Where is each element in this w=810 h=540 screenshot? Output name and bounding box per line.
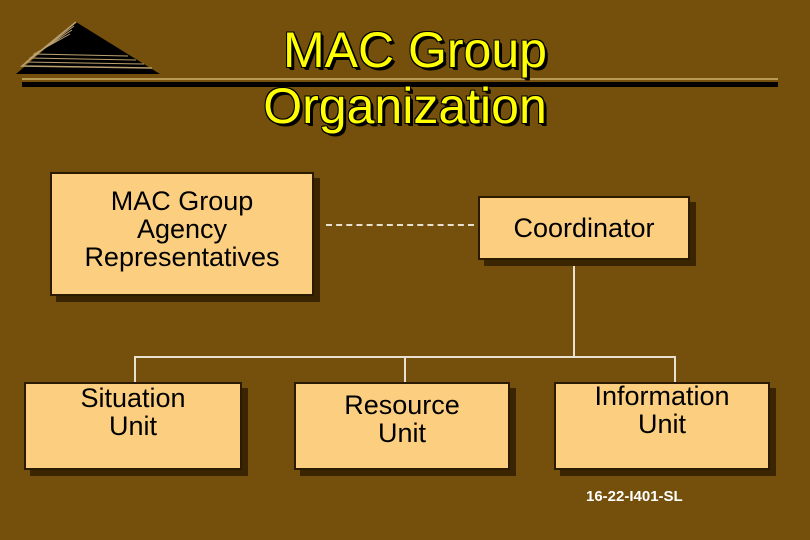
- pyramid-logo-icon: [16, 21, 160, 74]
- mac-group-box: MAC Group Agency Representatives: [50, 172, 314, 296]
- coordinator-box: Coordinator: [478, 196, 690, 260]
- information-drop-connector: [674, 356, 676, 384]
- situation-drop-connector: [134, 356, 136, 384]
- resource-drop-connector: [404, 356, 406, 384]
- dashed-connector: [326, 224, 474, 226]
- coordinator-vertical-connector: [573, 266, 575, 358]
- resource-unit-label: Resource Unit: [344, 390, 460, 448]
- title-line-2: Organization: [263, 78, 547, 134]
- information-unit-box: Information Unit: [554, 382, 770, 470]
- title-line-1: MAC Group: [283, 22, 547, 78]
- mac-group-label: MAC Group Agency Representatives: [84, 186, 280, 272]
- slide-code: 16-22-I401-SL: [586, 488, 683, 505]
- title-rule-highlight: [22, 78, 778, 80]
- situation-unit-label: Situation Unit: [80, 383, 186, 441]
- coordinator-label: Coordinator: [513, 213, 655, 243]
- situation-unit-box: Situation Unit: [24, 382, 242, 470]
- title-rule: [22, 82, 778, 87]
- resource-unit-box: Resource Unit: [294, 382, 510, 470]
- information-unit-label: Information Unit: [594, 381, 730, 439]
